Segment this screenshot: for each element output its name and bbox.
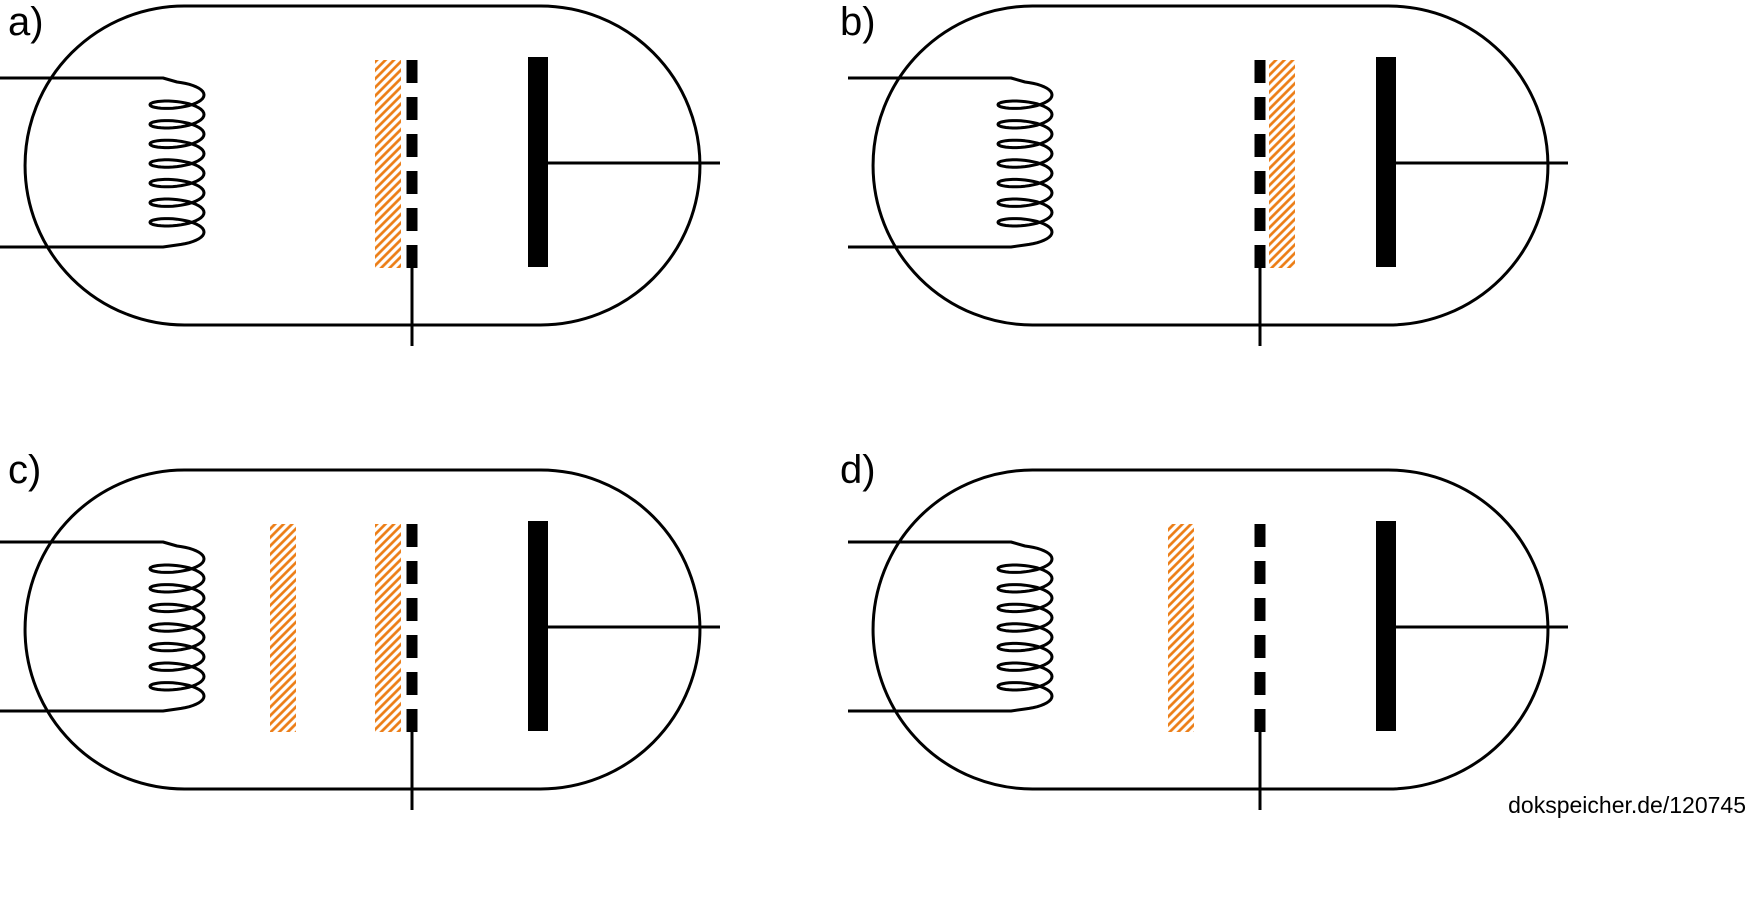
hatched-region-adjacent-left-of-grid	[375, 60, 401, 268]
tube-diagram-a	[0, 4, 720, 346]
hatched-region-adjacent-left-of-grid	[375, 524, 401, 732]
heater-filament	[848, 540, 1054, 713]
anode-plate	[1376, 57, 1396, 267]
tube-envelope	[871, 468, 1550, 791]
watermark: dokspeicher.de/120745	[1508, 792, 1746, 818]
heater-filament	[848, 76, 1054, 249]
hatched-region-near-cathode	[270, 524, 296, 732]
anode-plate	[1376, 521, 1396, 731]
heater-filament	[0, 76, 206, 249]
hatched-region-between-cathode-and-grid	[1168, 524, 1194, 732]
panel-a-label: a)	[8, 0, 44, 44]
heater-filament	[0, 540, 206, 713]
tube-diagram-c	[0, 468, 720, 810]
panel-c-label: c)	[8, 448, 42, 492]
anode-plate	[528, 521, 548, 731]
panel-b-label: b)	[840, 0, 876, 44]
panel-d-label: d)	[840, 448, 876, 492]
hatched-region-adjacent-right-of-grid	[1269, 60, 1295, 268]
anode-plate	[528, 57, 548, 267]
tube-diagram-d	[848, 468, 1568, 810]
tube-diagram-b	[848, 4, 1568, 346]
tube-envelope	[23, 4, 702, 327]
tube-envelope	[23, 468, 702, 791]
tube-envelope	[871, 4, 1550, 327]
